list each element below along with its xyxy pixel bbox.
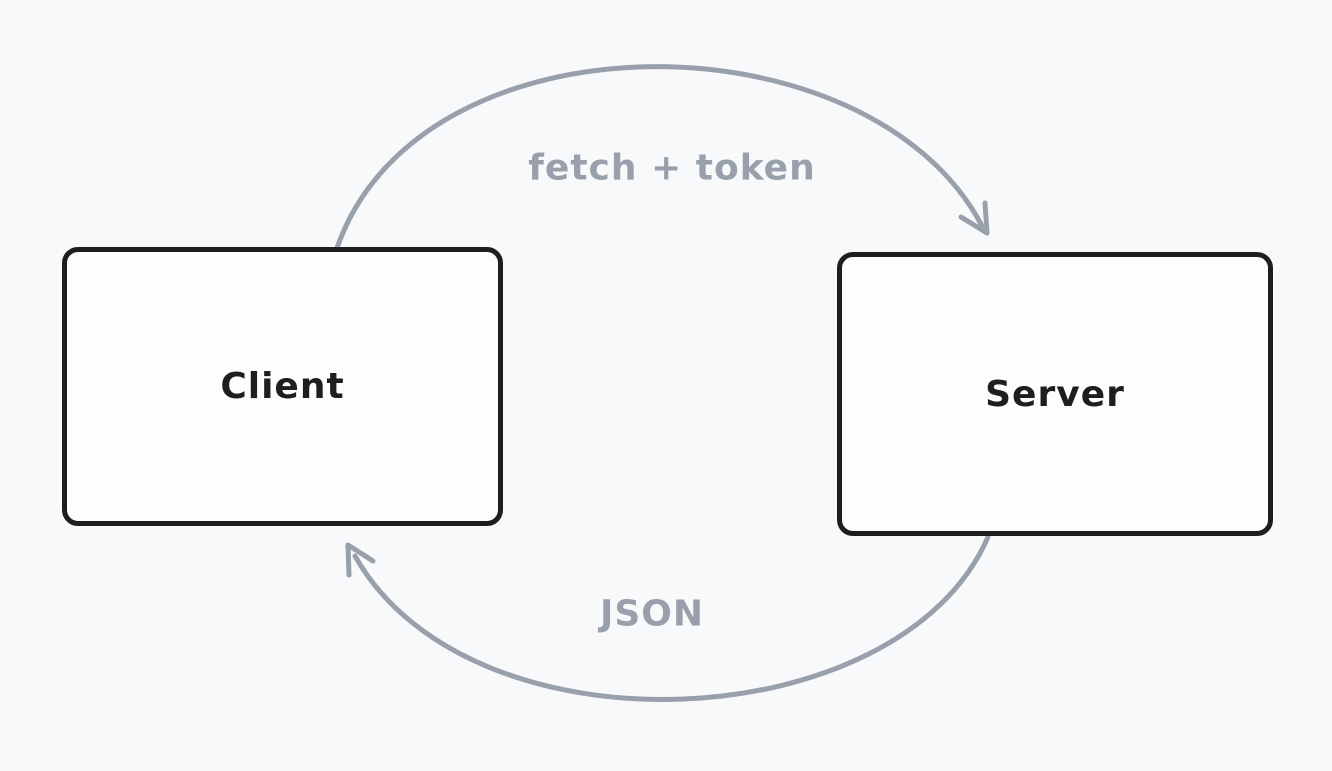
arrow-server-to-client-curve[interactable]	[352, 534, 991, 702]
arrowhead-into-client-icon	[345, 542, 376, 578]
node-client-label: Client	[220, 366, 345, 407]
arrowhead-into-server-icon	[958, 200, 990, 236]
node-server[interactable]: Server	[837, 252, 1273, 536]
node-server-label: Server	[985, 373, 1125, 415]
arrow-server-to-client[interactable]	[345, 534, 991, 702]
arrow-client-to-server[interactable]	[334, 64, 990, 251]
edge-label-json[interactable]: JSON	[599, 593, 705, 635]
arrow-client-to-server-curve[interactable]	[334, 64, 985, 251]
edge-label-fetch-token[interactable]: fetch + token	[528, 147, 816, 189]
node-client[interactable]: Client	[62, 247, 503, 526]
